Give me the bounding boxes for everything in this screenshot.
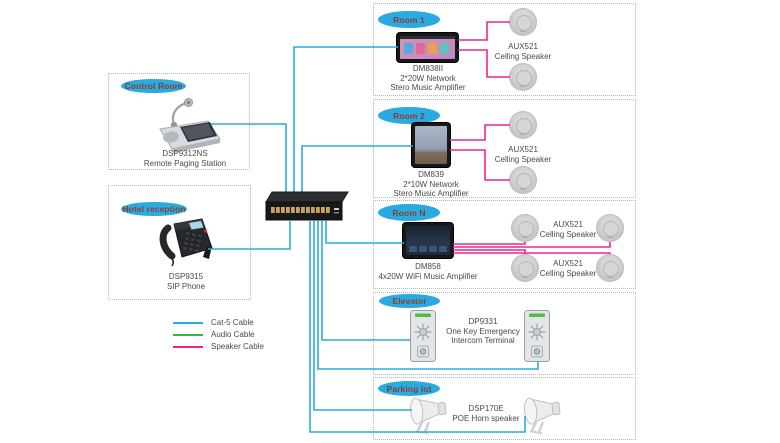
handset-cord xyxy=(170,257,175,267)
zone-title-elevator: Elevator xyxy=(379,294,440,308)
phone-screen xyxy=(188,220,204,230)
room1-amp-label: DM838II 2*20W Network Stero Music Amplif… xyxy=(390,64,465,93)
device-line3: Intercom Terminal xyxy=(451,336,515,345)
device-model: DSP170E xyxy=(468,404,504,413)
amp-model: DM858 xyxy=(415,262,441,271)
room2-amp-label: DM839 2*10W Network Stero Music Amplifie… xyxy=(393,170,468,199)
phone-led xyxy=(203,229,208,233)
legend-label-cat5: Cat-5 Cable xyxy=(211,318,254,327)
amp-line2: 2*10W Network xyxy=(403,179,459,189)
elevator-device-label: DP9331 One Key Emergency Intercom Termin… xyxy=(446,317,520,346)
call-button xyxy=(419,348,427,355)
speaker-desc: Celling Speaker xyxy=(539,229,597,239)
status-strip xyxy=(529,313,545,317)
switch-ports xyxy=(271,207,330,213)
zone-title-hotel-reception: Hotel reception xyxy=(121,202,187,216)
roomN-ceiling-speaker-2 xyxy=(596,214,624,242)
hotel-device-label: DSP9315 SIP Phone xyxy=(167,272,205,291)
roomN-ceiling-speaker-3 xyxy=(511,254,539,282)
speaker-desc: Celling Speaker xyxy=(494,51,552,61)
network-switch xyxy=(265,191,349,221)
legend-line-speaker xyxy=(173,345,203,348)
amp-screen xyxy=(400,36,455,59)
amp-line2: 2*20W Network xyxy=(400,73,456,83)
roomN-amp-label: DM858 4x20W WiFi Music Amplifier xyxy=(378,262,477,281)
room1-speaker-label: AUX521 Celling Speaker xyxy=(495,42,551,61)
horn-driver xyxy=(551,401,561,416)
amp-line2: 4x20W WiFi Music Amplifier xyxy=(378,271,478,281)
amp-model: DM838II xyxy=(412,64,444,73)
legend-line-cat5 xyxy=(173,321,203,324)
amp-screen xyxy=(415,126,447,164)
device-desc: SIP Phone xyxy=(166,281,206,291)
device-model: DSP9315 xyxy=(168,272,204,281)
device-line2: POE Horn speaker xyxy=(452,413,520,423)
amp-model: DM839 xyxy=(418,170,444,179)
legend-label-speaker: Speaker Cable xyxy=(211,342,264,351)
room2-speaker-label: AUX521 Celling Speaker xyxy=(495,145,551,164)
amp-screen xyxy=(406,226,450,255)
zone-title-room1: Room 1 xyxy=(378,11,440,28)
roomN-ceiling-speaker-4 xyxy=(596,254,624,282)
speaker-model: AUX521 xyxy=(508,42,538,51)
speaker-model: AUX521 xyxy=(508,145,538,154)
room1-ceiling-speaker-2 xyxy=(509,63,537,91)
horn-speaker-2 xyxy=(524,397,561,435)
device-desc: Remote Paging Station xyxy=(143,158,227,168)
device-model: DP9331 xyxy=(468,317,498,326)
roomN-ceiling-speaker-1 xyxy=(511,214,539,242)
control-room-device-label: DSP9312NS Remote Paging Station xyxy=(144,149,226,168)
zone-title-room2: Room 2 xyxy=(378,107,440,124)
room1-amplifier xyxy=(397,33,458,62)
roomN-speaker-label-2: AUX521 Celling Speaker xyxy=(540,259,596,278)
room2-ceiling-speaker-1 xyxy=(509,111,537,139)
room2-ceiling-speaker-2 xyxy=(509,166,537,194)
call-button xyxy=(533,348,541,355)
roomN-speaker-label-1: AUX521 Celling Speaker xyxy=(540,220,596,239)
sip-phone-device xyxy=(159,218,213,267)
intercom-terminal-2 xyxy=(524,310,550,362)
horn-speaker-1 xyxy=(410,397,447,435)
phone-handset xyxy=(159,224,176,260)
amp-line3: Stero Music Amplifier xyxy=(390,83,466,92)
zone-title-roomN: Room N xyxy=(378,204,440,221)
zone-box-control-room xyxy=(108,73,250,170)
room1-ceiling-speaker-1 xyxy=(509,8,537,36)
intercom-terminal-1 xyxy=(410,310,436,362)
room2-amplifier xyxy=(412,123,450,167)
gooseneck-mic xyxy=(171,101,188,126)
speaker-model: AUX521 xyxy=(553,220,583,229)
speaker-model: AUX521 xyxy=(553,259,583,268)
speaker-grille xyxy=(163,131,179,143)
legend-line-audio xyxy=(173,333,203,336)
device-model: DSP9312NS xyxy=(162,149,208,158)
legend-item-speaker: Speaker Cable xyxy=(173,342,264,351)
zone-title-control-room: Control Room xyxy=(121,79,186,93)
horn-driver xyxy=(437,401,447,416)
paging-station-device xyxy=(159,98,221,153)
amp-line3: Stero Music Amplifier xyxy=(393,189,469,198)
roomN-amplifier xyxy=(403,223,453,258)
speaker-desc: Celling Speaker xyxy=(494,154,552,164)
device-line2: One Key Emergency xyxy=(446,326,520,336)
legend-label-audio: Audio Cable xyxy=(211,330,255,339)
phone-keypad xyxy=(182,231,203,253)
horn-bracket xyxy=(530,420,545,433)
legend-item-cat5: Cat-5 Cable xyxy=(173,318,254,327)
speaker-desc: Celling Speaker xyxy=(539,268,597,278)
parking-device-label: DSP170E POE Horn speaker xyxy=(452,404,519,423)
status-strip xyxy=(415,313,431,317)
legend-item-audio: Audio Cable xyxy=(173,330,255,339)
